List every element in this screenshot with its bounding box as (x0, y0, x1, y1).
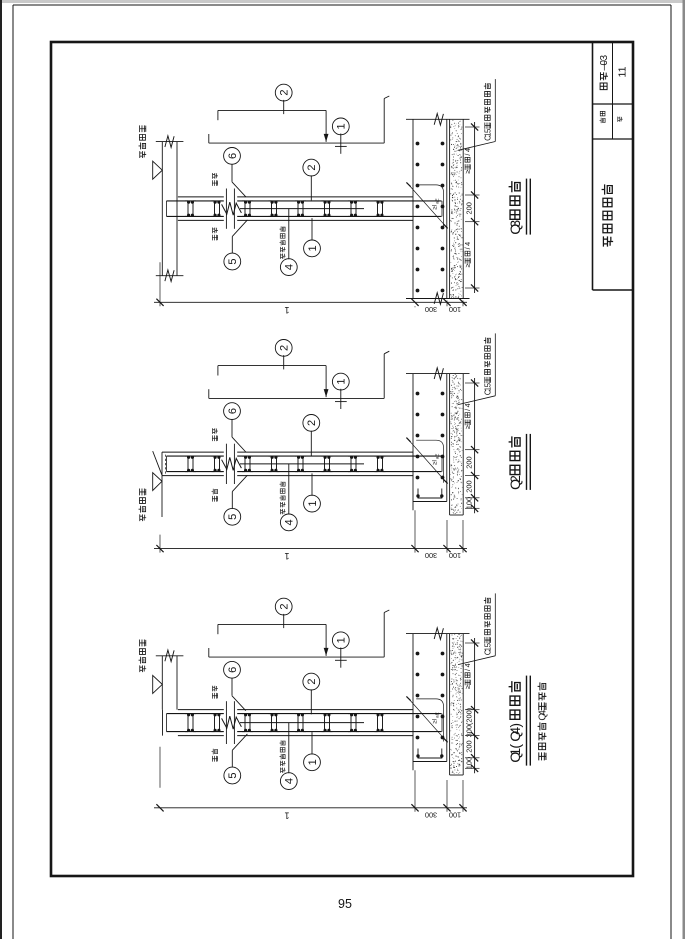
svg-text:5: 5 (483, 382, 492, 387)
svg-text:4: 4 (538, 710, 549, 716)
svg-text:1: 1 (284, 810, 289, 820)
svg-text:4: 4 (463, 663, 472, 667)
svg-text:Q: Q (507, 752, 523, 763)
svg-text:Q: Q (538, 713, 549, 721)
svg-text:100: 100 (464, 757, 473, 769)
svg-text:2: 2 (279, 604, 291, 610)
svg-text:4: 4 (507, 727, 523, 735)
svg-text:/: / (463, 669, 472, 671)
svg-text:200: 200 (464, 740, 473, 752)
svg-text:200: 200 (464, 456, 473, 468)
svg-text:≥: ≥ (463, 425, 472, 429)
svg-text:≥: ≥ (463, 170, 472, 174)
svg-text:300: 300 (425, 551, 437, 560)
svg-text:6: 6 (227, 667, 239, 673)
svg-text:≥l: ≥l (432, 205, 439, 210)
svg-text:300: 300 (425, 810, 437, 819)
svg-text:≥: ≥ (463, 685, 472, 689)
svg-text:1: 1 (284, 551, 289, 561)
svg-text:1: 1 (336, 379, 348, 385)
svg-text:2: 2 (279, 90, 291, 96)
svg-text:4: 4 (463, 148, 472, 152)
svg-text:4: 4 (284, 264, 296, 270)
svg-text:1: 1 (483, 133, 492, 137)
svg-text:100: 100 (449, 551, 461, 560)
svg-text:C: C (483, 389, 492, 395)
svg-text:2: 2 (507, 475, 523, 483)
svg-text:—: — (599, 61, 610, 71)
svg-text:6: 6 (227, 153, 239, 159)
svg-text:4: 4 (463, 403, 472, 407)
svg-text:1: 1 (483, 387, 492, 391)
svg-text:aE: aE (435, 712, 440, 718)
svg-text:5: 5 (227, 772, 239, 778)
svg-text:3: 3 (507, 220, 523, 228)
svg-text:5: 5 (483, 128, 492, 133)
svg-text:/: / (463, 154, 472, 156)
svg-text:≥: ≥ (463, 263, 472, 267)
svg-text:/: / (463, 247, 472, 249)
svg-text:1: 1 (336, 123, 348, 129)
svg-text:100: 100 (449, 810, 461, 819)
svg-text:4: 4 (284, 519, 296, 525)
svg-text:100: 100 (464, 497, 473, 509)
svg-text:2: 2 (279, 345, 291, 351)
svg-text:2: 2 (306, 165, 318, 171)
svg-text:aE: aE (435, 454, 440, 460)
svg-text:4: 4 (284, 778, 296, 784)
svg-text:C: C (483, 649, 492, 655)
svg-text:/: / (463, 409, 472, 411)
svg-text:): ) (507, 723, 523, 728)
svg-text:5: 5 (227, 514, 239, 520)
svg-text:300(200): 300(200) (464, 708, 473, 738)
svg-text:6: 6 (227, 408, 239, 414)
svg-text:C: C (483, 135, 492, 141)
svg-text:(: ( (507, 744, 523, 749)
svg-text:11: 11 (617, 66, 629, 77)
svg-text:200: 200 (464, 480, 473, 492)
svg-text:1: 1 (307, 759, 319, 765)
svg-text:Q: Q (507, 479, 523, 490)
svg-text:2: 2 (306, 679, 318, 685)
svg-text:4: 4 (463, 242, 472, 246)
svg-text:95: 95 (338, 897, 352, 911)
svg-text:1: 1 (507, 748, 523, 756)
svg-text:Q: Q (507, 224, 523, 235)
svg-text:0: 0 (599, 60, 610, 66)
svg-text:1: 1 (483, 647, 492, 651)
svg-text:5: 5 (227, 258, 239, 264)
svg-text:5: 5 (483, 642, 492, 647)
svg-text:3: 3 (599, 55, 610, 61)
svg-text:100: 100 (449, 305, 461, 314)
svg-text:1: 1 (307, 501, 319, 507)
svg-text:aE: aE (435, 198, 440, 204)
svg-text:≥l: ≥l (432, 460, 439, 465)
svg-text:300: 300 (425, 305, 437, 314)
svg-text:Q: Q (507, 731, 523, 742)
svg-text:1: 1 (284, 305, 289, 315)
svg-text:≥l: ≥l (432, 719, 439, 724)
svg-text:2: 2 (306, 420, 318, 426)
svg-text:1: 1 (307, 245, 319, 251)
svg-text:1: 1 (336, 637, 348, 643)
svg-text:200: 200 (464, 202, 473, 214)
